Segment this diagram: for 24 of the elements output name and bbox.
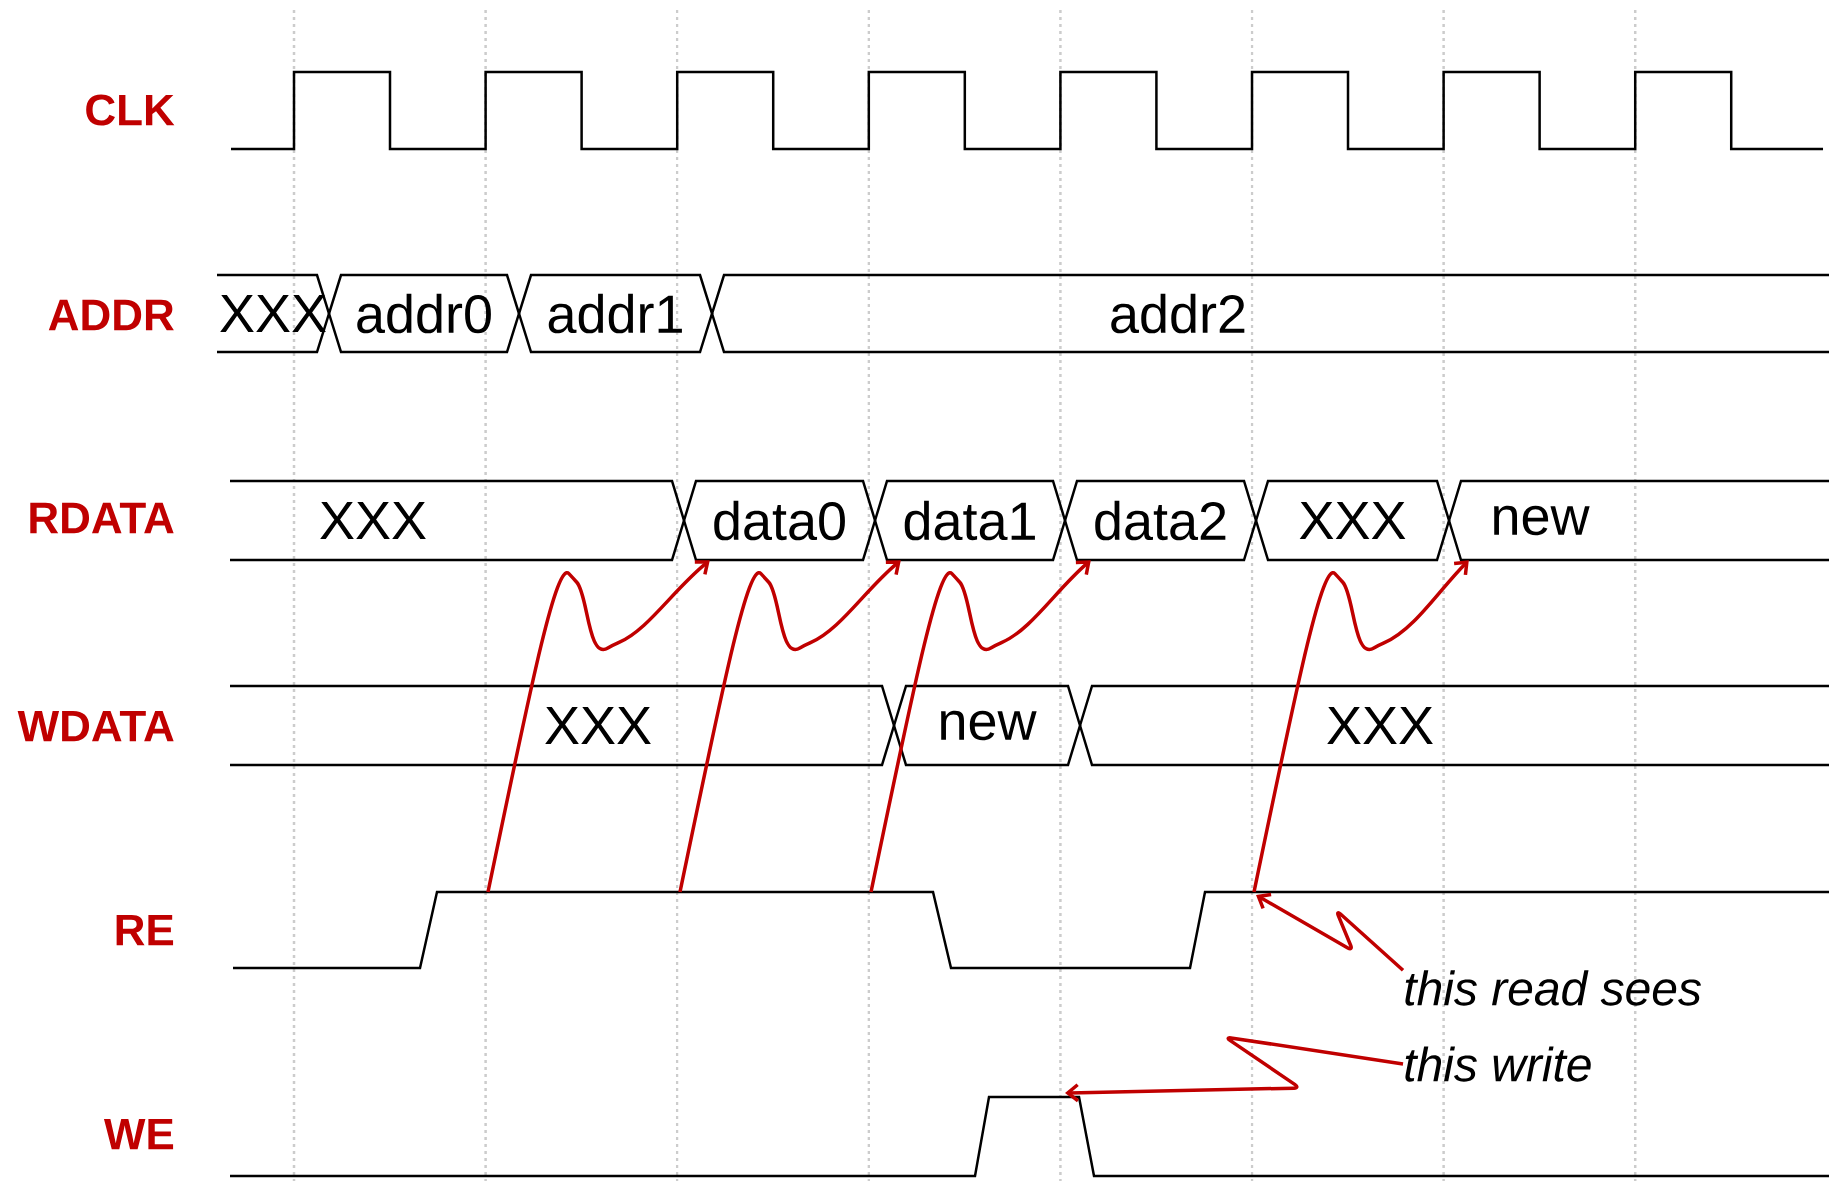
bus-segment: addr2: [710, 273, 1829, 354]
bus-segment: addr0: [327, 273, 521, 354]
signal-name: RE: [116, 914, 174, 946]
arrow: [678, 560, 901, 893]
leader-line: [1256, 892, 1405, 972]
leader-line: [1065, 1036, 1404, 1103]
bus-segment: data1: [873, 479, 1067, 562]
annotation-text: this read sees: [1405, 970, 1701, 1006]
annotation-text: this write: [1405, 1046, 1591, 1082]
signal-name: WE: [103, 1118, 174, 1150]
bus-segment: XXX: [230, 684, 896, 767]
bus-segment: data0: [682, 479, 877, 562]
bus-segment: XXX: [1254, 479, 1451, 562]
signal-name: CLK: [86, 94, 175, 126]
arrow: [869, 560, 1091, 893]
bus-segment: data2: [1063, 479, 1258, 562]
bus-segment: XXX: [230, 479, 686, 562]
bus-segment: XXX: [217, 273, 331, 354]
bus-segment: addr1: [517, 273, 714, 354]
bus-segment: new: [892, 684, 1082, 767]
arrow: [1252, 560, 1469, 893]
bus-segment: XXX: [1078, 684, 1829, 767]
bus-segment: new: [1447, 479, 1829, 562]
arrow: [486, 560, 710, 893]
